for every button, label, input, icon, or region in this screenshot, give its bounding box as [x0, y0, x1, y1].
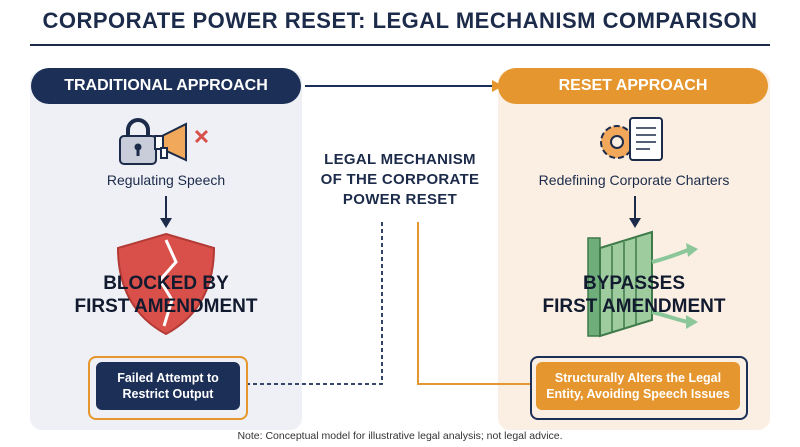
gear-icon [600, 125, 634, 159]
right-result: BYPASSES FIRST AMENDMENT [498, 272, 770, 318]
orange-connector [417, 222, 532, 385]
failed-attempt-box: Failed Attempt to Restrict Output [96, 362, 240, 410]
megaphone-icon [154, 122, 187, 162]
right-box-line2: Entity, Avoiding Speech Issues [546, 387, 730, 401]
center-label: LEGAL MECHANISM OF THE CORPORATE POWER R… [310, 150, 490, 210]
right-result-line1: BYPASSES [582, 273, 686, 294]
left-box-frame [88, 356, 248, 420]
right-result-line2: FIRST AMENDMENT [542, 296, 726, 317]
gate-icon [587, 230, 653, 338]
right-caption: Redefining Corporate Charters [538, 172, 730, 188]
page-title: CORPORATE POWER RESET: LEGAL MECHANISM C… [42, 8, 758, 33]
left-box-line1: Failed Attempt to [117, 371, 219, 385]
left-box-line2: Restrict Output [122, 387, 214, 401]
document-icon [629, 117, 663, 161]
left-caption: Regulating Speech [106, 172, 226, 188]
structural-change-box: Structurally Alters the Legal Entity, Av… [536, 362, 740, 410]
reset-header: RESET APPROACH [498, 68, 768, 104]
right-down-arrow [629, 196, 641, 228]
center-line1: LEGAL MECHANISM [324, 151, 476, 168]
top-connector-arrow [305, 80, 503, 92]
left-result-line2: FIRST AMENDMENT [74, 296, 258, 317]
right-box-line1: Structurally Alters the Legal [554, 371, 722, 385]
center-line2: OF THE CORPORATE [320, 171, 480, 188]
lock-icon [119, 118, 157, 165]
left-result: BLOCKED BY FIRST AMENDMENT [30, 272, 302, 318]
left-down-arrow [160, 196, 172, 228]
dotted-connector [245, 222, 383, 385]
footnote: Note: Conceptual model for illustrative … [237, 430, 563, 442]
cross-icon [194, 129, 209, 144]
center-line3: POWER RESET [342, 191, 458, 208]
broken-shield-icon [116, 232, 216, 336]
traditional-header: TRADITIONAL APPROACH [31, 68, 301, 104]
right-box-frame [530, 356, 748, 420]
bypass-arrows-icon [651, 243, 698, 329]
title-divider [30, 44, 770, 46]
left-result-line1: BLOCKED BY [103, 273, 229, 294]
